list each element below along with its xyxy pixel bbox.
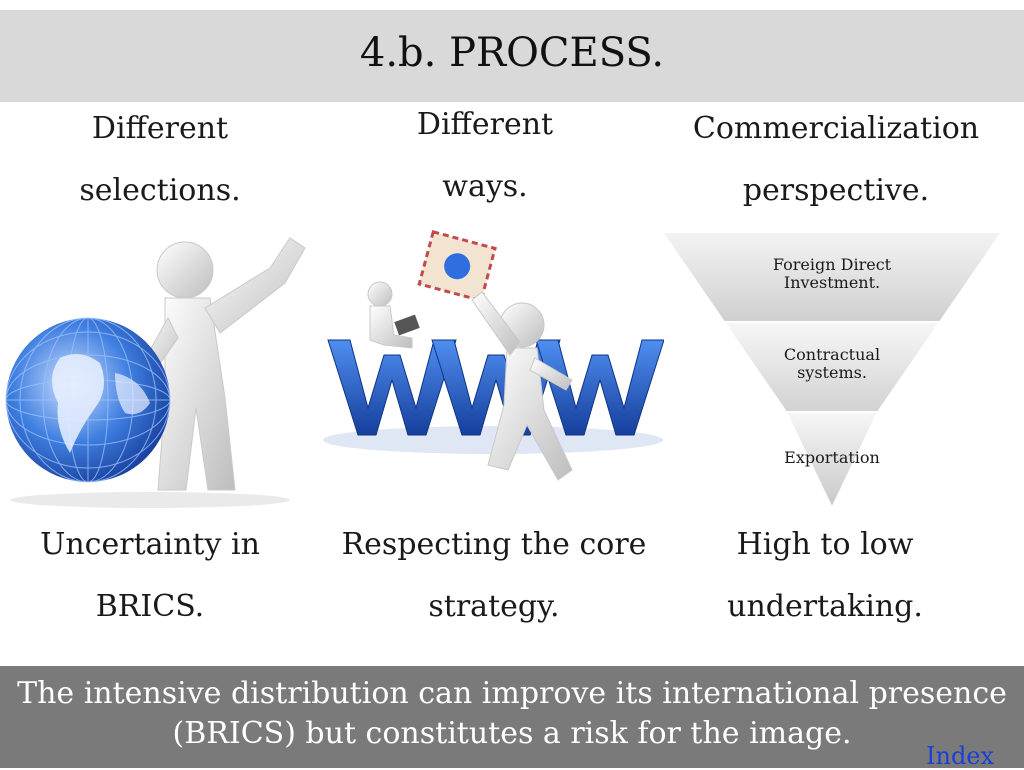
column-2-caption-line-1: Respecting the core xyxy=(341,527,647,562)
column-2-heading: Different ways. xyxy=(370,94,600,218)
column-2-caption-line-2: strategy. xyxy=(428,589,560,624)
funnel-level-1-label-line-2: Investment. xyxy=(783,273,881,292)
www-figures-illustration xyxy=(323,230,664,481)
column-2-heading-line-1: Different xyxy=(416,107,554,142)
column-1-caption-line-1: Uncertainty in xyxy=(40,527,260,562)
column-3-heading-line-2: perspective. xyxy=(742,173,930,208)
column-3-heading-line-1: Commercialization xyxy=(692,111,980,146)
footer-statement-line-2: (BRICS) but constitutes a risk for the i… xyxy=(172,716,852,751)
funnel-level-2-label-line-2: systems. xyxy=(797,363,867,382)
slide-title: 4.b. PROCESS. xyxy=(359,30,665,76)
column-1-caption: Uncertainty in BRICS. xyxy=(20,514,280,638)
column-1-heading-line-1: Different xyxy=(91,111,229,146)
index-link[interactable]: Index xyxy=(926,742,995,770)
footer-statement-line-1: The intensive distribution can improve i… xyxy=(17,676,1007,711)
column-3-heading: Commercialization perspective. xyxy=(676,98,996,222)
column-1-caption-line-2: BRICS. xyxy=(95,589,205,624)
column-1-heading: Different selections. xyxy=(40,98,280,222)
column-3-caption: High to low undertaking. xyxy=(690,514,960,638)
footer-statement: The intensive distribution can improve i… xyxy=(0,674,1024,754)
column-1-heading-line-2: selections. xyxy=(79,173,241,208)
column-2-caption: Respecting the core strategy. xyxy=(334,514,654,638)
footer-bar xyxy=(0,666,1024,768)
title-bar xyxy=(0,10,1024,102)
funnel-level-2-label-line-1: Contractual xyxy=(783,345,881,364)
funnel-level-3-label: Exportation xyxy=(784,448,880,467)
funnel-level-1-label-line-1: Foreign Direct xyxy=(772,255,892,274)
funnel-level-2-label: Contractual systems. xyxy=(752,346,912,382)
globe-figure-illustration xyxy=(5,237,306,508)
funnel-diagram: Foreign Direct Investment. Contractual s… xyxy=(660,230,1004,512)
funnel-level-1-label: Foreign Direct Investment. xyxy=(732,256,932,292)
column-2-heading-line-2: ways. xyxy=(442,169,528,204)
column-3-caption-line-1: High to low xyxy=(736,527,914,562)
funnel-level-3 xyxy=(784,411,880,511)
column-3-caption-line-2: undertaking. xyxy=(727,589,923,624)
